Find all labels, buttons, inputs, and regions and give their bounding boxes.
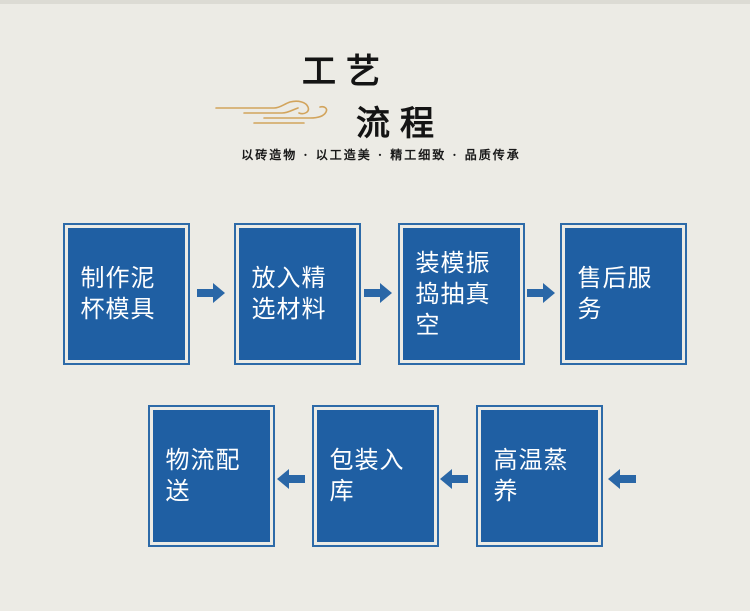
title-line-2: 流程: [356, 104, 444, 144]
step-label: 制作泥杯模具: [80, 264, 156, 323]
step-label: 高温蒸养: [493, 446, 569, 505]
step-add-materials: 放入精选材料: [234, 223, 361, 365]
arrow-right-icon: [364, 283, 392, 303]
arrow-left-icon: [277, 469, 305, 489]
step-vibrate-vacuum: 装模振捣抽真空: [398, 223, 525, 365]
step-logistics: 物流配送: [148, 405, 275, 547]
arrow-right-icon: [527, 283, 555, 303]
cloud-pattern-icon: [215, 100, 328, 124]
subtitle: 以砖造物 · 以工造美 · 精工细致 · 品质传承: [241, 148, 521, 162]
step-label: 售后服务: [577, 264, 653, 323]
arrow-right-icon: [197, 283, 225, 303]
step-make-mold: 制作泥杯模具: [63, 223, 190, 365]
step-steam-curing: 高温蒸养: [476, 405, 603, 547]
step-label: 物流配送: [165, 446, 241, 505]
top-divider: [0, 0, 750, 4]
arrow-left-icon: [608, 469, 636, 489]
step-label: 包装入库: [329, 446, 405, 505]
arrow-left-icon: [440, 469, 468, 489]
step-label: 放入精选材料: [251, 264, 327, 323]
step-after-sales: 售后服务: [560, 223, 687, 365]
step-package-storage: 包装入库: [312, 405, 439, 547]
title-line-1: 工艺: [302, 52, 390, 92]
step-label: 装模振捣抽真空: [415, 248, 491, 339]
